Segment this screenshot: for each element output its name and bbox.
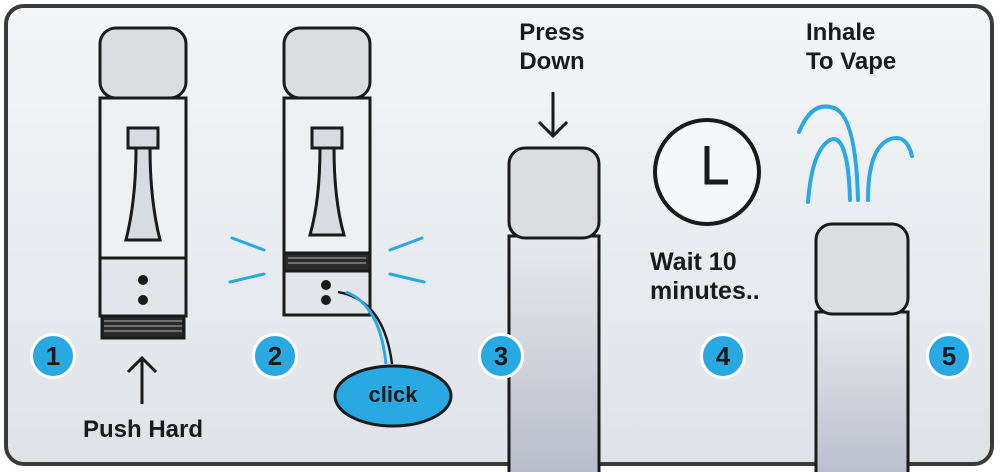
step-3-badge: 3 [478,333,524,379]
step-4-caption: Wait 10 minutes.. [650,248,800,306]
device-step5 [814,222,910,472]
step-4-badge: 4 [700,333,746,379]
step-5-caption-line1: Inhale [806,19,876,46]
step-1-caption: Push Hard [82,416,204,443]
step-5-badge: 5 [926,333,972,379]
step-4-caption-line2: minutes.. [650,277,760,305]
step-1-badge: 1 [30,333,76,379]
step-5-caption: Inhale To Vape [806,18,936,76]
cartridge-step1 [98,26,188,340]
step-3-caption-line1: Press [519,19,585,46]
step-4-caption-bold: 10 [708,248,737,276]
push-arrow-up-icon [126,355,158,404]
step-3-caption: Press Down [490,18,614,76]
clock-icon [653,118,761,226]
step-2-caption: click [368,382,418,407]
device-step3 [507,146,601,472]
step-3-caption-line2: Down [519,48,585,75]
step-5-caption-line2: To Vape [806,48,897,75]
click-bubble [333,364,453,428]
click-spark-icon [228,236,426,284]
step-4-caption-prefix: Wait [650,248,709,276]
step-2-badge: 2 [252,333,298,379]
cartridge-step2 [282,26,372,317]
press-arrow-down-icon [537,92,569,139]
vapor-icon [797,104,914,204]
